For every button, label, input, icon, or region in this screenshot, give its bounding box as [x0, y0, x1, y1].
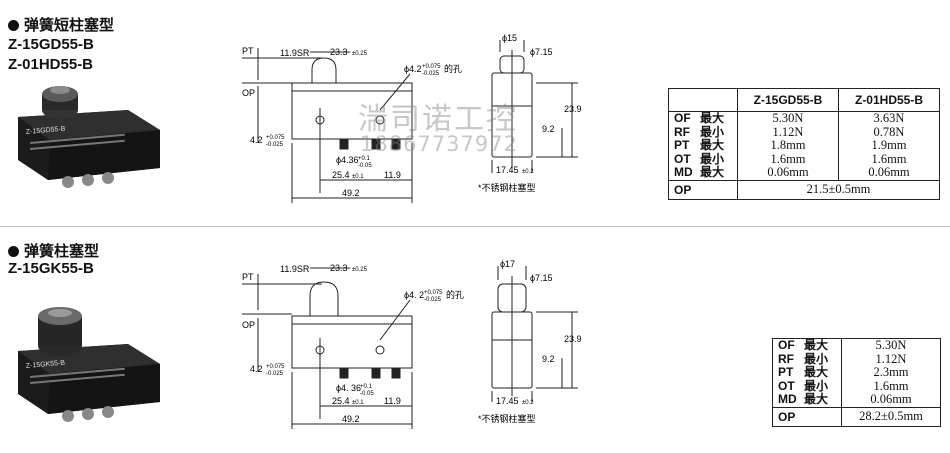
dim-pt: PT [242, 272, 254, 282]
photo-label: Z-15GK55-B [26, 360, 66, 370]
table-op-value: 21.5±0.5mm [737, 179, 940, 200]
dim-tol: ±0.25 [352, 51, 368, 57]
section-title: 弹簧短柱塞型 [8, 14, 114, 35]
dim-tol: +0.075 [266, 364, 285, 370]
dim-op: OP [242, 320, 255, 330]
dim-phi-plunger: ϕ15 [502, 33, 517, 43]
dim-tol: -0.025 [266, 142, 284, 148]
dim-tol: -0.05 [358, 163, 372, 169]
dim-pt: PT [242, 46, 254, 56]
dim-119: 11.9 [384, 396, 401, 406]
dim-tol: ±0.2 [522, 400, 534, 406]
section-divider [0, 226, 950, 227]
table-op-value: 28.2±0.5mm [841, 406, 941, 427]
dimension-drawing-side: ϕ15 ϕ7.15 23.9 9.2 17.45 ±0.2 *不锈钢柱塞型 [478, 33, 582, 193]
photo-label: Z-15GD55-B [26, 126, 66, 136]
dim-h239: 23.9 [564, 334, 582, 344]
section-plunger: 弹簧柱塞型 Z-15GK55-B Z-15GK55-B PT OP 11.9SR [0, 228, 950, 453]
dim-hole: ϕ4. 2 [404, 290, 424, 300]
dim-tol: +0.075 [266, 135, 285, 141]
dim-tol: +0.075 [422, 64, 441, 70]
table-header-blank [668, 88, 738, 112]
dim-tol: +0.1 [358, 156, 371, 162]
model-name: Z-15GK55-B [8, 260, 94, 277]
dim-sr: 11.9SR [280, 264, 310, 274]
dim-width-top: 23.3 [330, 263, 348, 273]
dim-tol: -0.025 [424, 297, 442, 303]
dim-op: OP [242, 88, 255, 98]
dim-tol: +0.075 [424, 290, 443, 296]
dim-25: 25.4 [332, 170, 350, 180]
dim-tol: ±0.1 [352, 174, 364, 180]
dim-phi-body: ϕ7.15 [530, 47, 553, 57]
dim-left-hole: 4.2 [250, 135, 263, 145]
dim-pin: ϕ4.36 [336, 155, 359, 165]
dim-h239: 23.9 [564, 104, 582, 114]
dim-tol: +0.1 [360, 384, 373, 390]
dim-119: 11.9 [384, 170, 401, 180]
table-op-label: OP [668, 179, 738, 200]
watermark-phone: 18867737972 [360, 132, 518, 156]
dim-width-top: 23.3 [330, 47, 348, 57]
dim-hole-suffix: 的孔 [446, 289, 464, 300]
dim-phi-plunger: ϕ17 [500, 259, 515, 269]
dimension-drawing-front: PT OP 11.9SR 23.3 ±0.25 ϕ4. 2 +0.075 -0.… [242, 263, 464, 429]
bullet-icon [8, 246, 19, 257]
table-value-cell: 5.30N 1.12N 2.3mm 1.6mm 0.06mm [841, 338, 941, 408]
bullet-icon [8, 20, 19, 31]
dimension-drawing-side: ϕ17 ϕ7.15 23.9 9.2 17.45 ±0.2 *不锈钢柱塞型 [478, 259, 582, 424]
note-stainless: *不锈钢柱塞型 [478, 182, 536, 193]
dim-tol: ±0.1 [352, 400, 364, 406]
model-name: Z-15GD55-B [8, 36, 94, 53]
table-header: Z-01HD55-B [838, 88, 940, 112]
dim-h92: 9.2 [542, 354, 555, 364]
table-value-cell: 3.63N 0.78N 1.9mm 1.6mm 0.06mm [838, 111, 940, 181]
dim-sr: 11.9SR [280, 48, 310, 58]
dimension-drawing-front: PT OP 11.9SR 23.3 ±0.25 ϕ4.2 +0.075 -0.0… [242, 46, 462, 203]
table-header: Z-15GD55-B [737, 88, 839, 112]
product-photo: Z-15GK55-B [18, 307, 160, 422]
dim-hole: ϕ4.2 [404, 64, 422, 74]
product-photo: Z-15GD55-B [18, 86, 160, 188]
table-value-cell: 5.30N 1.12N 1.8mm 1.6mm 0.06mm [737, 111, 839, 181]
table-op-label: OP [772, 406, 842, 427]
dim-1745: 17.45 [496, 165, 519, 175]
note-stainless: *不锈钢柱塞型 [478, 413, 536, 424]
dim-pin: ϕ4. 36 [336, 383, 361, 393]
watermark-text: 湍司诺工控 [358, 102, 518, 137]
dim-h92: 9.2 [542, 124, 555, 134]
dim-hole-suffix: 的孔 [444, 63, 462, 74]
dim-25: 25.4 [332, 396, 350, 406]
dim-phi-body: ϕ7.15 [530, 273, 553, 283]
section-short-plunger: 弹簧短柱塞型 Z-15GD55-B Z-01HD55-B Z-15GD55-B … [0, 0, 950, 226]
dim-492: 49.2 [342, 188, 360, 198]
dim-tol: ±0.25 [352, 267, 368, 273]
dim-tol: -0.025 [422, 71, 440, 77]
dim-1745: 17.45 [496, 396, 519, 406]
dim-tol: -0.05 [360, 391, 374, 397]
dim-tol: -0.025 [266, 371, 284, 377]
section-title: 弹簧柱塞型 [8, 240, 99, 261]
dim-492: 49.2 [342, 414, 360, 424]
dim-left-hole: 4.2 [250, 364, 263, 374]
model-name: Z-01HD55-B [8, 56, 94, 73]
dim-tol: ±0.2 [522, 169, 534, 175]
